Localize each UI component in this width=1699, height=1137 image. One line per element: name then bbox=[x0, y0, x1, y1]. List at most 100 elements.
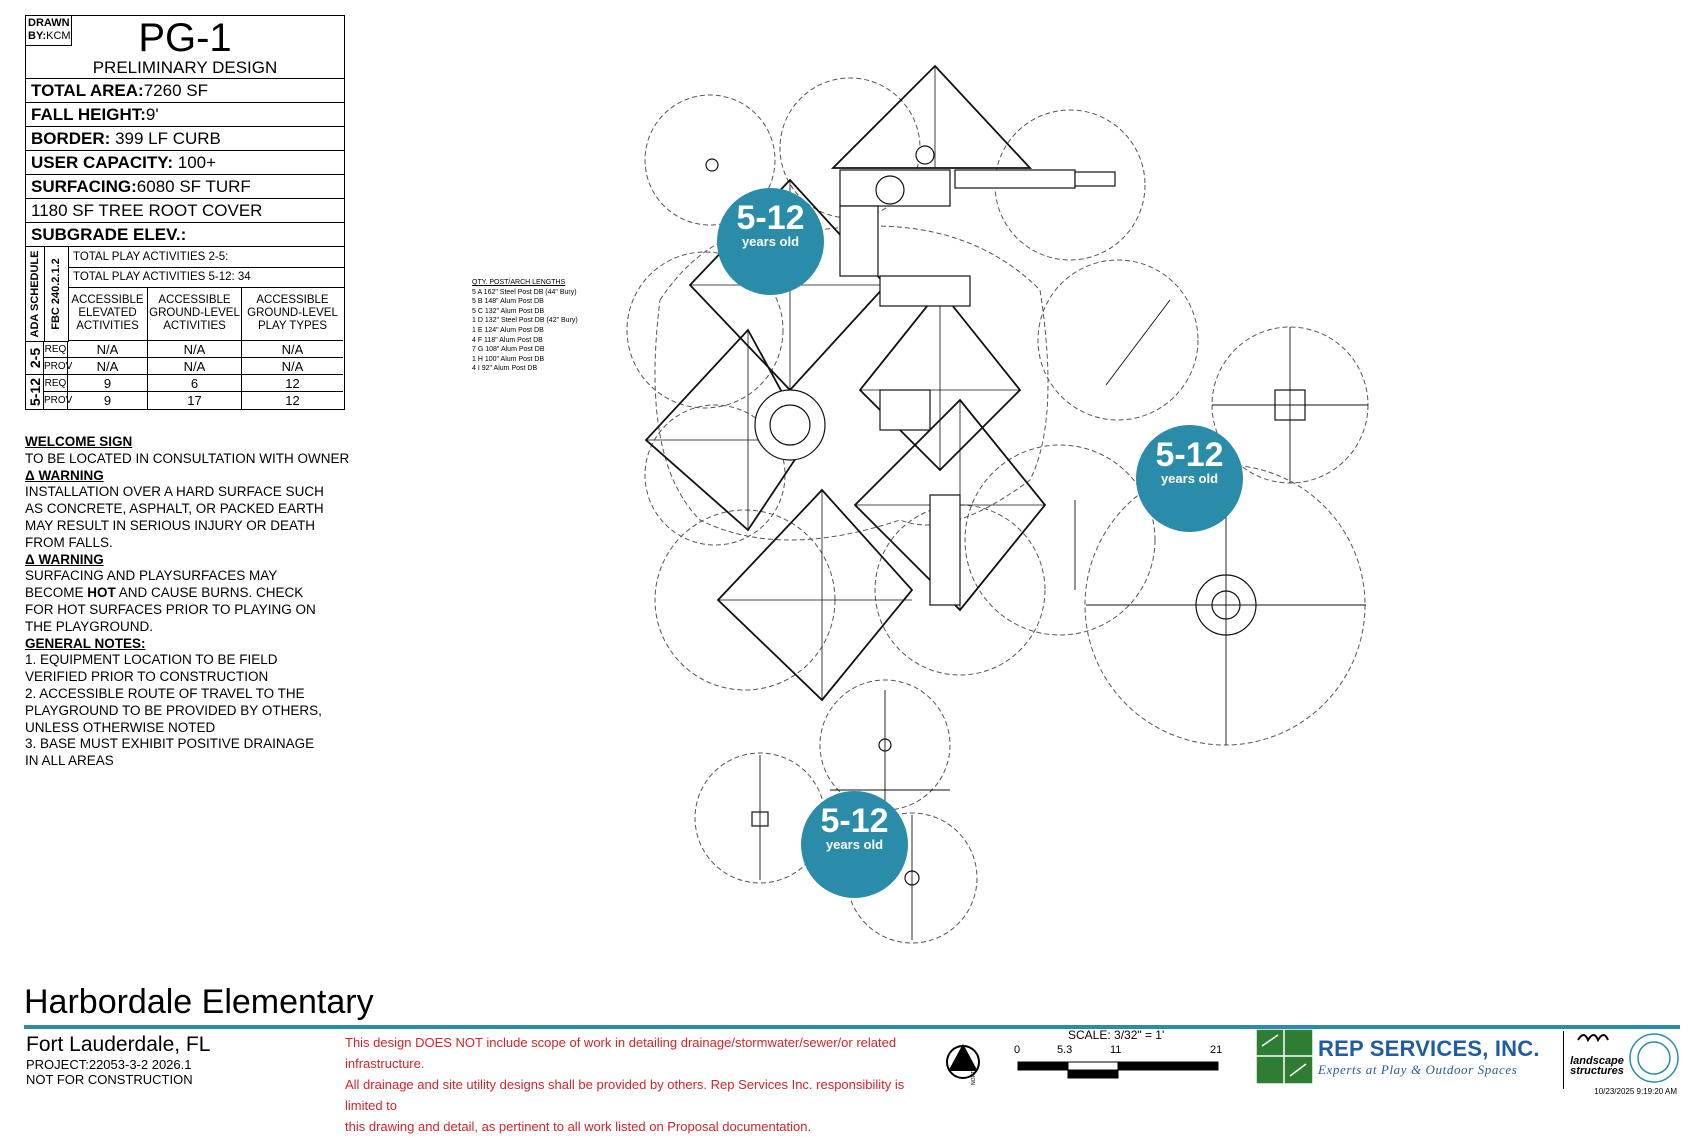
warning-heading: Δ WARNING bbox=[25, 467, 104, 483]
company-name: REP SERVICES, INC. bbox=[1318, 1036, 1540, 1061]
age-badge: 5-12 years old bbox=[717, 188, 824, 295]
ada-cell: N/A bbox=[68, 358, 148, 375]
drainage-disclaimer: This design DOES NOT include scope of wo… bbox=[345, 1032, 915, 1137]
post-row: 5 A 162" Steel Post DB (44" Bury) bbox=[472, 288, 577, 296]
seal-inner bbox=[1637, 1041, 1671, 1075]
ada-cell: 9 bbox=[68, 392, 148, 409]
fall-height-label: FALL HEIGHT: bbox=[31, 105, 146, 124]
spiral-slide-core bbox=[769, 404, 811, 446]
column-header-elevated: ACCESSIBLE ELEVATED ACTIVITIES bbox=[68, 287, 148, 341]
user-capacity-label: USER CAPACITY: bbox=[31, 153, 173, 172]
scale-bar-segment bbox=[1117, 1061, 1219, 1071]
footer-divider bbox=[1563, 1031, 1564, 1089]
project-number: PROJECT:22053-3-2 2026.1 bbox=[26, 1057, 192, 1072]
welcome-text: TO BE LOCATED IN CONSULTATION WITH OWNER bbox=[25, 450, 350, 466]
surfacing-row: SURFACING:6080 SF TURF bbox=[26, 175, 344, 199]
seal-outer bbox=[1629, 1033, 1679, 1083]
note-line: 3. BASE MUST EXHIBIT POSITIVE DRAINAGE bbox=[25, 736, 315, 752]
deck-hub bbox=[875, 175, 905, 205]
rep-logo-line bbox=[1289, 1063, 1307, 1077]
saddle-spinner bbox=[705, 158, 719, 172]
row-type: REQ bbox=[44, 375, 68, 392]
note-line: 2. ACCESSIBLE ROUTE OF TRAVEL TO THE bbox=[25, 685, 305, 701]
shade-sail-hatching bbox=[646, 66, 1045, 700]
footer-rule bbox=[24, 1025, 1680, 1029]
note-line: IN ALL AREAS bbox=[25, 753, 114, 769]
group-2-5: 2-5 bbox=[26, 341, 44, 375]
scale-bar-segment bbox=[1017, 1061, 1069, 1071]
post-row: 1 H 100" Alum Post DB bbox=[472, 355, 545, 363]
disclaimer-line: This design DOES NOT include scope of wo… bbox=[345, 1035, 897, 1071]
total-activities-5-12: TOTAL PLAY ACTIVITIES 5-12: 34 bbox=[68, 267, 344, 288]
project-title: Harbordale Elementary bbox=[24, 983, 374, 1021]
post-table-header: QTY. POST/ARCH LENGTHS bbox=[472, 279, 566, 286]
scale-tick: 11 bbox=[1110, 1044, 1122, 1056]
scale-bar-segment bbox=[1067, 1069, 1119, 1079]
note-line: PLAYGROUND TO BE PROVIDED BY OTHERS, bbox=[25, 702, 322, 718]
slide-exit bbox=[1074, 171, 1116, 187]
column-header-ground-activities: ACCESSIBLE GROUND-LEVEL ACTIVITIES bbox=[148, 287, 242, 341]
rep-logo-line bbox=[1261, 1034, 1279, 1047]
group-5-12: 5-12 bbox=[26, 375, 44, 409]
subgrade-row: SUBGRADE ELEV.: bbox=[26, 223, 344, 247]
slide bbox=[954, 169, 1076, 189]
note-fragment: BECOME bbox=[25, 585, 88, 601]
ada-cell: 9 bbox=[68, 375, 148, 392]
user-capacity-row: USER CAPACITY: 100+ bbox=[26, 151, 344, 175]
note-line: AS CONCRETE, ASPHALT, OR PACKED EARTH bbox=[25, 501, 324, 517]
title-block: PG-1 PRELIMINARY DESIGN DRAWN BY:KCM TOT… bbox=[25, 15, 345, 410]
fbc-code-cell: FBC 240.2.1.2 bbox=[44, 247, 69, 342]
use-zone bbox=[819, 679, 951, 811]
column-header-play-types: ACCESSIBLE GROUND-LEVEL PLAY TYPES bbox=[242, 287, 343, 341]
use-zone bbox=[874, 504, 1046, 676]
post-row: 1 D 132" Steel Post DB (42" Bury) bbox=[472, 317, 578, 325]
root-cover-row: 1180 SF TREE ROOT COVER bbox=[26, 199, 344, 223]
disclaimer-line: All drainage and site utility designs sh… bbox=[345, 1077, 905, 1113]
shade-structures bbox=[644, 64, 1047, 702]
certification-seal bbox=[1629, 1033, 1679, 1083]
ada-cell: 12 bbox=[285, 393, 300, 408]
note-line: FOR HOT SURFACES PRIOR TO PLAYING ON bbox=[25, 601, 316, 617]
welcome-heading: WELCOME SIGN bbox=[25, 434, 133, 449]
print-timestamp: 10/23/2025 9:19:20 AM bbox=[1594, 1087, 1677, 1096]
surfacing-label: SURFACING: bbox=[31, 177, 137, 196]
drawn-by-label: DRAWN BY: bbox=[28, 17, 70, 42]
ada-cell: N/A bbox=[242, 341, 343, 358]
ada-cell: 17 bbox=[148, 392, 242, 409]
age-badge-label: years old bbox=[1160, 471, 1219, 486]
age-badge-range: 5-12 bbox=[1155, 436, 1224, 474]
fall-height-value: 9' bbox=[145, 105, 159, 124]
post-row: 1 E 124" Alum Post DB bbox=[472, 326, 544, 334]
post-row: 4 I 92" Alum Post DB bbox=[472, 365, 538, 373]
ada-schedule: ADA SCHEDULE FBC 240.2.1.2 TOTAL PLAY AC… bbox=[26, 247, 344, 409]
use-zone bbox=[626, 251, 784, 409]
total-area-row: TOTAL AREA:7260 SF bbox=[26, 79, 344, 103]
sheet-number: PG-1 bbox=[138, 16, 232, 60]
root-cover-value: 1180 SF TREE ROOT COVER bbox=[31, 201, 263, 220]
subgrade-label: SUBGRADE ELEV.: bbox=[31, 225, 187, 244]
age-badge: 5-12 years old bbox=[1136, 425, 1243, 532]
note-line: SURFACING AND PLAYSURFACES MAY bbox=[25, 568, 278, 584]
scale-tick: 5.3 bbox=[1057, 1044, 1073, 1056]
ada-cell: 6 bbox=[148, 375, 242, 392]
north-arrow bbox=[946, 1043, 980, 1079]
not-for-construction: NOT FOR CONSTRUCTION bbox=[26, 1072, 193, 1087]
partner-name: landscape structures bbox=[1570, 1055, 1624, 1077]
row-type: PROV bbox=[44, 358, 72, 375]
project-location: Fort Lauderdale, FL bbox=[26, 1033, 211, 1056]
border-value: 399 LF CURB bbox=[115, 129, 221, 148]
surfacing-value: 6080 SF TURF bbox=[136, 177, 251, 196]
company-tagline: Experts at Play & Outdoor Spaces bbox=[1318, 1062, 1518, 1077]
climber bbox=[929, 494, 961, 606]
total-activities-2-5: TOTAL PLAY ACTIVITIES 2-5: bbox=[68, 247, 344, 268]
note-line: VERIFIED PRIOR TO CONSTRUCTION bbox=[25, 669, 269, 685]
post-length-table: QTY. POST/ARCH LENGTHS 5 A 162" Steel Po… bbox=[472, 278, 578, 374]
scale-tick: 0 bbox=[1014, 1044, 1021, 1056]
use-zone bbox=[1037, 259, 1199, 421]
ada-cell: N/A bbox=[68, 341, 148, 358]
scale-tick: 21 bbox=[1210, 1044, 1223, 1056]
user-capacity-value: 100+ bbox=[177, 153, 217, 172]
ada-cell: 12 bbox=[242, 375, 343, 392]
note-line: FROM FALLS. bbox=[25, 534, 113, 550]
row-type: PROV bbox=[44, 392, 72, 409]
